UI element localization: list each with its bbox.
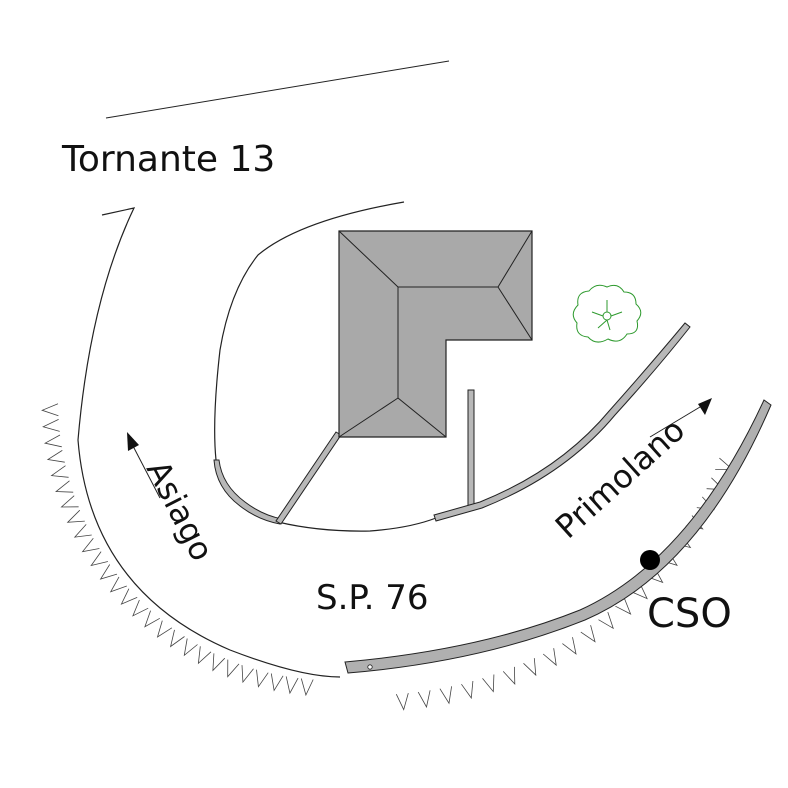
- upper-road-edge: [105, 60, 450, 119]
- slope-hatch-mark: [270, 673, 284, 692]
- cso-marker: [640, 550, 660, 570]
- slope-hatch-mark: [285, 676, 299, 695]
- slope-hatch-mark: [42, 419, 60, 432]
- slope-hatch-mark: [417, 690, 431, 709]
- slope-hatch-mark: [109, 576, 127, 593]
- slope-hatch-mark: [300, 678, 314, 697]
- slope-hatch-mark: [183, 638, 198, 657]
- vertical-wall: [467, 389, 475, 509]
- arrow-asiago-icon: [127, 432, 161, 499]
- slope-hatch-mark: [631, 583, 648, 600]
- road-outer-edge: [77, 207, 341, 678]
- label-tornante: Tornante 13: [61, 139, 275, 180]
- slope-hatch-mark: [256, 669, 269, 688]
- slope-hatch-mark: [523, 658, 537, 677]
- slope-hatch-mark: [43, 434, 62, 448]
- road-inner-edge-lower: [277, 517, 437, 532]
- slope-hatch-mark: [120, 588, 138, 605]
- slope-hatch-mark: [227, 659, 240, 678]
- slope-hatch-mark: [241, 665, 254, 684]
- slope-hatch-mark: [542, 648, 557, 667]
- slope-hatch-mark: [482, 674, 495, 693]
- arrow-primolano-icon: [649, 398, 712, 438]
- guardrail-end-marker: [367, 664, 373, 670]
- slope-hatch-mark: [562, 637, 577, 655]
- slope-hatch-mark: [73, 524, 92, 538]
- slope-hatch-mark: [461, 680, 474, 700]
- guardrail: [344, 399, 772, 674]
- slope-hatch-mark: [439, 686, 452, 705]
- slope-hatch-mark: [615, 597, 632, 615]
- label-road: S.P. 76: [316, 578, 428, 618]
- slope-hatch-mark: [169, 629, 185, 648]
- slope-hatch-mark: [66, 509, 85, 523]
- retaining-wall-right: [433, 322, 691, 522]
- slope-hatch-mark: [60, 495, 79, 508]
- slope-hatch-mark: [502, 666, 516, 686]
- slope-hatch-mark: [132, 599, 149, 617]
- slope-hatch-mark: [46, 450, 65, 463]
- slope-hatch-mark: [580, 625, 596, 643]
- road-inner-edge: [214, 201, 405, 461]
- slope-hatch-mark: [212, 653, 226, 672]
- label-cso: CSO: [647, 591, 732, 637]
- slope-hatch-mark: [55, 480, 74, 493]
- slope-hatch-mark: [41, 403, 59, 417]
- slope-hatch-mark: [156, 620, 173, 638]
- slope-hatch-mark: [50, 465, 69, 478]
- slope-hatch-mark: [197, 646, 212, 665]
- slope-hatch-mark: [395, 692, 409, 711]
- tree-icon: [572, 284, 642, 343]
- slope-hatch-mark: [99, 564, 118, 580]
- building: [338, 230, 533, 438]
- slope-hatch-mark: [144, 610, 160, 628]
- slope-hatch-mark: [81, 537, 100, 553]
- slope-hatch-mark: [90, 551, 108, 567]
- slope-hatch-mark: [598, 611, 614, 630]
